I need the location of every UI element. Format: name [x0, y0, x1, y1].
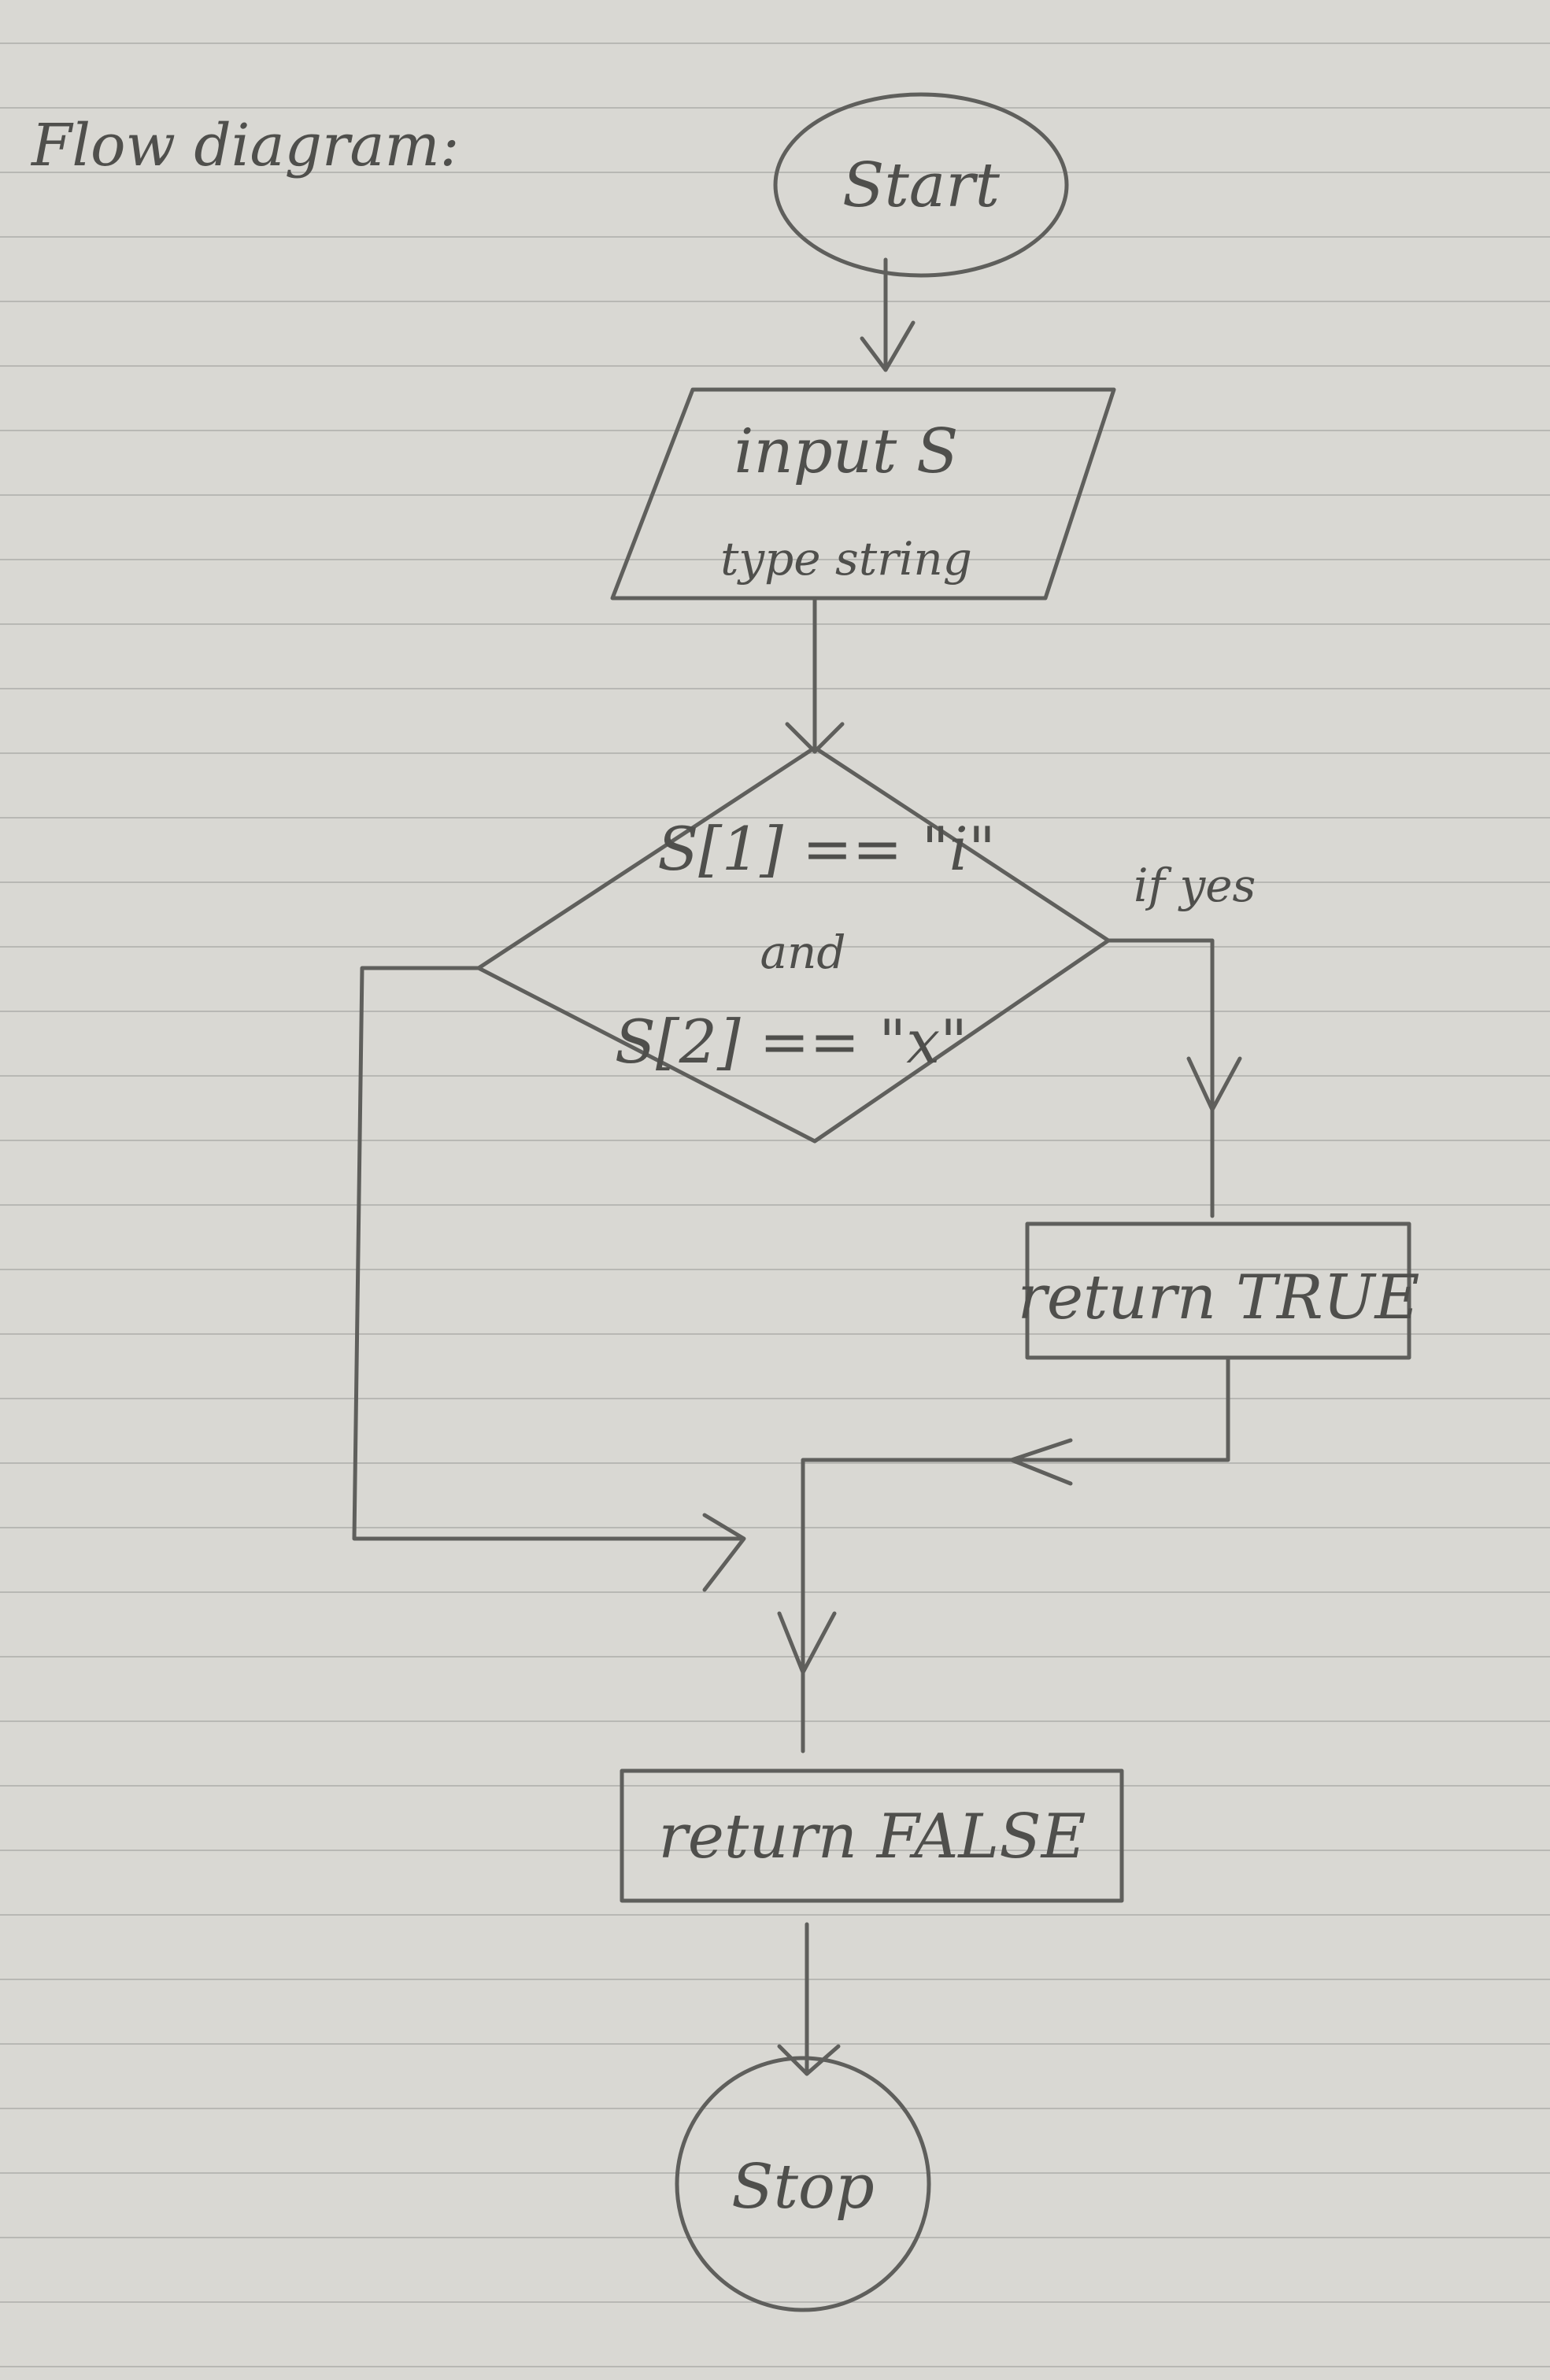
- decision-label-line2: and: [760, 926, 845, 979]
- yes-edge-label: if yes: [1134, 859, 1256, 912]
- yes-branch-arrowhead: [1186, 1056, 1242, 1112]
- yes-branch-line: [1106, 938, 1215, 1218]
- input-label-line2: type string: [720, 532, 972, 586]
- true-to-false-line: [801, 1355, 1230, 1754]
- input-node: [610, 387, 1116, 601]
- decision-label-line3: S[2] == "x": [615, 1007, 967, 1077]
- no-branch-arrowhead: [702, 1513, 746, 1592]
- diagram-title: Flow diagram:: [30, 112, 460, 179]
- true-merge-arrowhead: [1009, 1438, 1073, 1486]
- input-label-line1: input S: [734, 416, 959, 487]
- stop-terminator: [675, 2056, 931, 2312]
- return-false-node: [620, 1768, 1124, 1903]
- no-branch-line: [352, 966, 742, 1541]
- start-label: Start: [842, 150, 1001, 221]
- arrowhead-start-to-input: [860, 320, 916, 372]
- decision-label-line1: S[1] == "i": [657, 814, 996, 884]
- return-false-label: return FALSE: [658, 1802, 1086, 1872]
- return-true-node: [1025, 1221, 1411, 1360]
- merge-to-false-arrowhead: [777, 1611, 837, 1675]
- stop-label: Stop: [731, 2152, 875, 2223]
- ruled-lines: [0, 42, 1550, 2367]
- decision-node: [476, 745, 1111, 1144]
- start-terminator: [773, 92, 1069, 278]
- return-true-label: return TRUE: [1018, 1262, 1420, 1333]
- arrowhead-input-to-decision: [785, 722, 845, 754]
- arrowhead-false-to-stop: [777, 2044, 841, 2076]
